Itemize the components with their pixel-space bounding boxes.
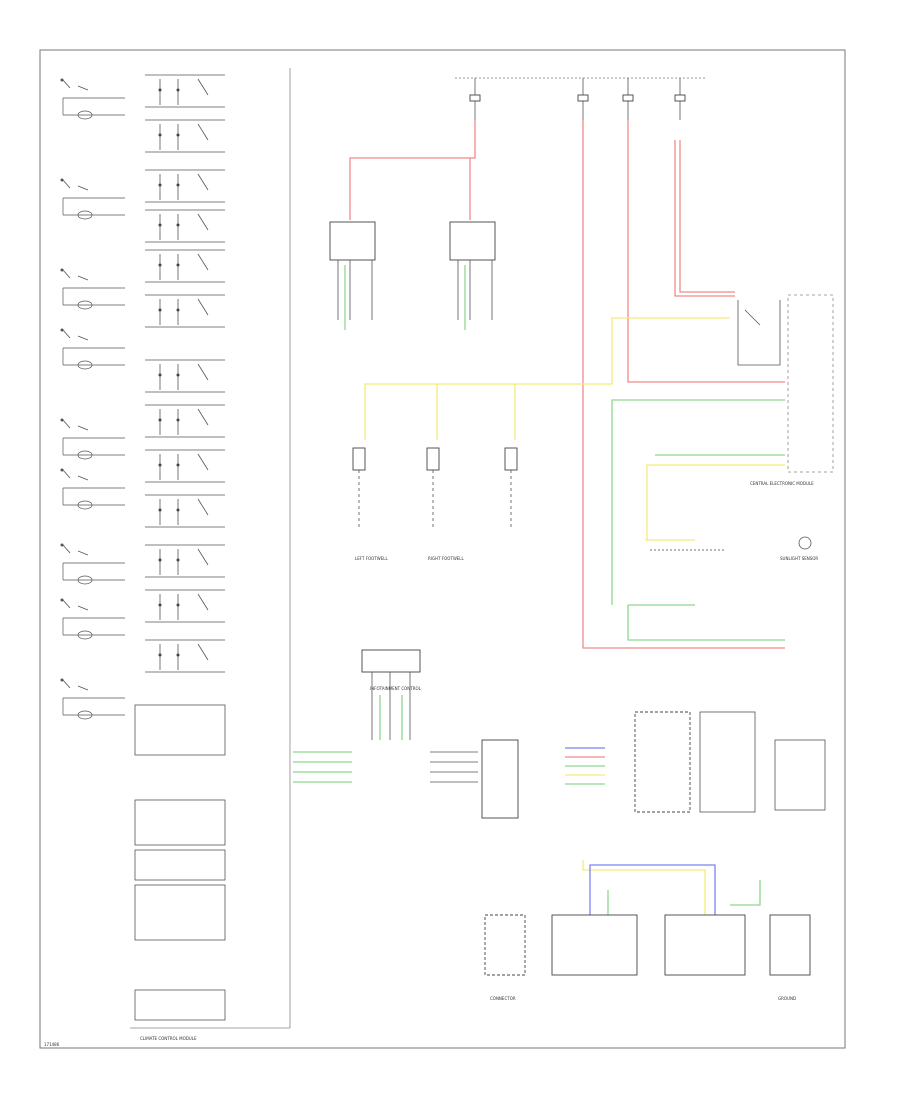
infotainment-control: INFOTAINMENT CONTROL: [361, 649, 422, 740]
switch-icon: [145, 544, 225, 578]
cem-label: CENTRAL ELECTRONIC MODULE: [750, 481, 814, 486]
switch-icon: [145, 639, 225, 673]
ground-icon: [77, 575, 93, 585]
ground-icon: [77, 300, 93, 310]
fuse-block: [455, 77, 705, 120]
lower-connectors: CONNECTOR GROUND: [481, 711, 826, 1001]
right-blower-relay: [449, 221, 496, 320]
switch-icon: [145, 449, 225, 483]
module-box: [134, 989, 226, 1021]
switch-icon: [145, 359, 225, 393]
module-box: [134, 849, 226, 881]
module-switch-column: [134, 74, 226, 1021]
central-electronic-module: CENTRAL ELECTRONIC MODULE: [737, 294, 834, 486]
blue-wires: [565, 747, 716, 920]
module-box: [134, 884, 226, 941]
sunlight-sensor: SUNLIGHT SENSOR: [650, 536, 818, 561]
left-connector-wires: [293, 751, 478, 783]
fuse-icon: [577, 78, 589, 120]
motor-icon: [352, 447, 366, 530]
right-footwell-label: RIGHT FOOTWELL: [428, 556, 465, 561]
sunlight-sensor-label: SUNLIGHT SENSOR: [780, 556, 818, 561]
switch-icon: [60, 468, 125, 510]
switch-icon: [145, 294, 225, 328]
module-box: [134, 704, 226, 756]
ground-icon: [77, 210, 93, 220]
infotainment-label: INFOTAINMENT CONTROL: [370, 686, 422, 691]
switch-icon: [145, 589, 225, 623]
left-blower-relay: [329, 221, 376, 320]
switch-icon: [60, 328, 125, 370]
switch-icon: [145, 119, 225, 153]
fuse-icon: [674, 78, 686, 120]
ground-icon: [77, 110, 93, 120]
ground-icon: [77, 500, 93, 510]
switch-icon: [145, 209, 225, 243]
ground-icon: [77, 360, 93, 370]
left-footwell-label: LEFT FOOTWELL: [355, 556, 388, 561]
ground-label: GROUND: [778, 996, 796, 1001]
module-box: [134, 799, 226, 846]
fuse-icon: [622, 78, 634, 120]
ground-icon: [77, 630, 93, 640]
switch-icon: [145, 249, 225, 283]
switch-icon: [145, 404, 225, 438]
page-id-label: 171486: [44, 1042, 60, 1047]
ground-icon: [77, 450, 93, 460]
switch-icon: [60, 678, 125, 720]
footwell-motors: LEFT FOOTWELL RIGHT FOOTWELL: [352, 447, 518, 561]
red-wires: [349, 120, 785, 649]
climate-module-label: CLIMATE CONTROL MODULE: [140, 1036, 197, 1041]
left-switch-column: [60, 78, 125, 720]
switch-icon: [60, 418, 125, 460]
switch-icon: [60, 78, 125, 120]
mid-connector-colored: [565, 756, 605, 785]
connector-label: CONNECTOR: [490, 996, 516, 1001]
switch-icon: [60, 268, 125, 310]
switch-icon: [145, 74, 225, 108]
ground-icon: [77, 710, 93, 720]
yellow-wires: [364, 317, 785, 920]
switch-icon: [60, 543, 125, 585]
green-wires: [344, 265, 785, 920]
switch-icon: [145, 169, 225, 203]
diagram-frame: [39, 49, 846, 1049]
switch-icon: [60, 598, 125, 640]
switch-icon: [60, 178, 125, 220]
fuse-icon: [469, 78, 481, 120]
motor-icon: [426, 447, 440, 530]
motor-icon: [504, 447, 518, 530]
switch-icon: [145, 494, 225, 528]
